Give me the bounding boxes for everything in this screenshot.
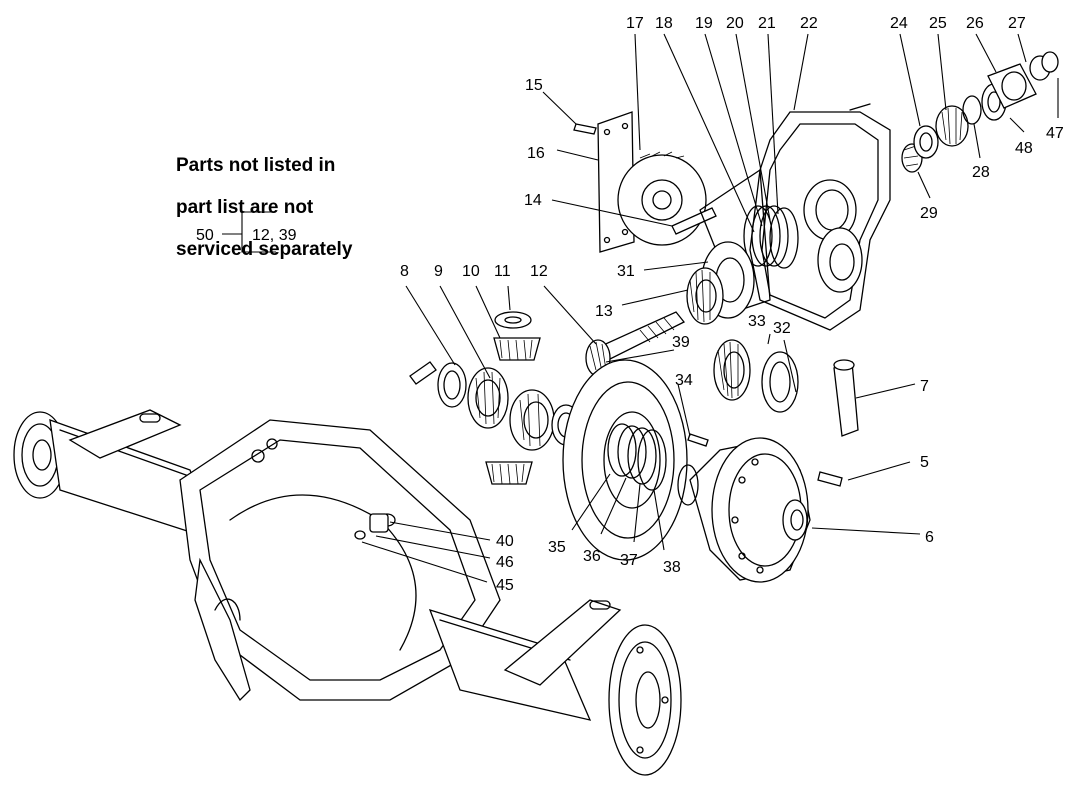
callout-35: 35 (548, 539, 566, 556)
callout-25: 25 (929, 15, 947, 32)
transfer-housing (573, 51, 1059, 331)
callout-39: 39 (672, 334, 690, 351)
callout-12: 12 (530, 263, 548, 280)
callout-26: 26 (966, 15, 984, 32)
differential-gears (409, 311, 581, 485)
callout-9: 9 (434, 263, 443, 280)
callout-28: 28 (972, 164, 990, 181)
callout-36: 36 (583, 548, 601, 565)
callout-6: 6 (925, 529, 934, 546)
callout-22: 22 (800, 15, 818, 32)
callout-18: 18 (655, 15, 673, 32)
callout-24: 24 (890, 15, 908, 32)
callout-17: 17 (626, 15, 644, 32)
callout-46: 46 (496, 554, 514, 571)
callout-40: 40 (496, 533, 514, 550)
kit-number: 50 (196, 227, 214, 244)
bearings (713, 339, 799, 413)
leader-lines (361, 33, 1059, 583)
callout-7: 7 (920, 378, 929, 395)
callout-33: 33 (748, 313, 766, 330)
callout-14: 14 (524, 192, 542, 209)
callout-48: 48 (1015, 140, 1033, 157)
parts-note-line-2: part list are not (176, 197, 314, 218)
axle-housing (13, 409, 682, 776)
callout-21: 21 (758, 15, 776, 32)
callout-20: 20 (726, 15, 744, 32)
callout-34: 34 (675, 372, 693, 389)
differential-case (677, 359, 859, 583)
callout-13: 13 (595, 303, 613, 320)
parts-note-line-1: Parts not listed in (176, 155, 336, 176)
callout-38: 38 (663, 559, 681, 576)
callout-47: 47 (1046, 125, 1064, 142)
kit-contents: 12, 39 (252, 227, 297, 244)
parts-note: Parts not listed in part list are not se… (176, 134, 352, 281)
callout-31: 31 (617, 263, 635, 280)
callout-16: 16 (527, 145, 545, 162)
shims (607, 423, 709, 491)
kit-bracket: 50 12, 39 (196, 211, 297, 253)
pinion-and-ring-gear (562, 311, 688, 561)
callout-37: 37 (620, 552, 638, 569)
callout-8: 8 (400, 263, 409, 280)
callout-10: 10 (462, 263, 480, 280)
callout-5: 5 (920, 454, 929, 471)
callout-15: 15 (525, 77, 543, 94)
callout-27: 27 (1008, 15, 1026, 32)
callout-32: 32 (773, 320, 791, 337)
parts-note-line-3: serviced separately (176, 239, 353, 260)
callout-19: 19 (695, 15, 713, 32)
callout-45: 45 (496, 577, 514, 594)
callouts: 5 6 7 8 9 10 11 12 13 14 15 16 17 18 19 … (400, 15, 1064, 594)
callout-29: 29 (920, 205, 938, 222)
callout-11: 11 (494, 263, 511, 280)
